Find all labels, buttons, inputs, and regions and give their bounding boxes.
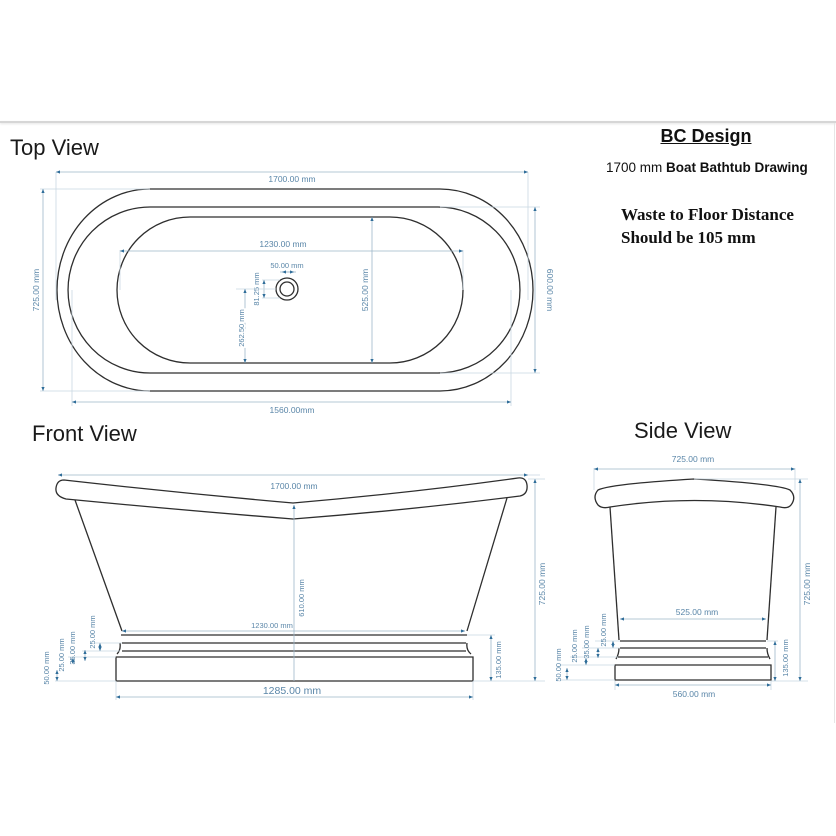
side-band-2: 35.00 mm (582, 625, 591, 658)
waste-to-edge: 262.50 mm (237, 309, 246, 347)
side-plinth-top-width: 525.00 mm (676, 607, 719, 617)
side-right-wall (766, 506, 777, 641)
front-overall-height: 725.00 mm (537, 563, 547, 606)
top-interior-width: 525.00 mm (360, 269, 370, 312)
front-right-side (466, 497, 508, 632)
front-view: Front View 1700.00 mm 725.00 mm 610.00 m… (32, 421, 547, 700)
side-band-1: 25.00 mm (599, 613, 608, 646)
subtitle-size: 1700 mm (606, 160, 663, 175)
header-divider (0, 121, 836, 123)
top-overall-width: 725.00 mm (31, 269, 41, 312)
top-rim-width: 600.00 mm (545, 269, 555, 312)
side-base-band: 50.00 mm (554, 648, 563, 681)
top-inner-rim (67, 206, 521, 374)
waste-note: Waste to Floor Distance Should be 105 mm (621, 203, 794, 249)
waste-inner (279, 281, 295, 297)
front-plinth-base-length: 1285.00 mm (263, 685, 322, 697)
top-overall-length: 1700.00 mm (268, 174, 315, 184)
side-overall-height: 725.00 mm (802, 563, 812, 606)
side-view: Side View 725.00 mm 725.00 mm 525.00 mm … (554, 418, 812, 699)
front-band-2: 35.00 mm (68, 631, 77, 664)
drawing-subtitle: 1700 mm Boat Bathtub Drawing (606, 160, 808, 175)
front-band-1: 25.00 mm (88, 615, 97, 648)
front-base-band: 50.00 mm (42, 651, 51, 684)
top-base-length: 1560.00mm (270, 405, 315, 415)
subtitle-text: Boat Bathtub Drawing (662, 160, 808, 175)
side-plinth-height: 135.00 mm (781, 639, 790, 677)
front-rim (55, 477, 528, 520)
side-view-title: Side View (634, 418, 732, 443)
front-plinth-top-length: 1230.00 mm (251, 621, 293, 630)
brand-title: BC Design (660, 126, 752, 146)
top-view-title: Top View (10, 135, 99, 160)
front-plinth (115, 634, 474, 682)
waste-outer (275, 277, 299, 301)
front-view-title: Front View (32, 421, 137, 446)
waste-note-line1: Waste to Floor Distance (621, 205, 794, 224)
waste-diameter: 50.00 mm (270, 261, 303, 270)
brand-block: BC Design (580, 126, 836, 147)
side-rim (594, 478, 795, 509)
front-overall-length: 1700.00 mm (270, 481, 317, 491)
page-edge (834, 123, 835, 723)
top-interior-length: 1230.00 mm (259, 239, 306, 249)
side-plinth-base-width: 560.00 mm (673, 689, 716, 699)
top-view: Top View 1700.00 mm 725.00 mm 600.00 mm … (10, 135, 555, 415)
top-basin (116, 216, 464, 364)
waste-note-line2: Should be 105 mm (621, 228, 756, 247)
side-band-3: 25.00 mm (570, 629, 579, 662)
side-left-wall (609, 506, 620, 641)
top-outer-rim (56, 188, 534, 392)
side-plinth (614, 640, 772, 681)
front-plinth-height: 135.00 mm (494, 641, 503, 679)
side-overall-width: 725.00 mm (672, 454, 715, 464)
top-margin (0, 0, 836, 121)
front-band-3: 25.00 mm (57, 638, 66, 671)
front-left-side (74, 499, 123, 632)
front-rim-to-base: 610.00 mm (297, 579, 306, 617)
